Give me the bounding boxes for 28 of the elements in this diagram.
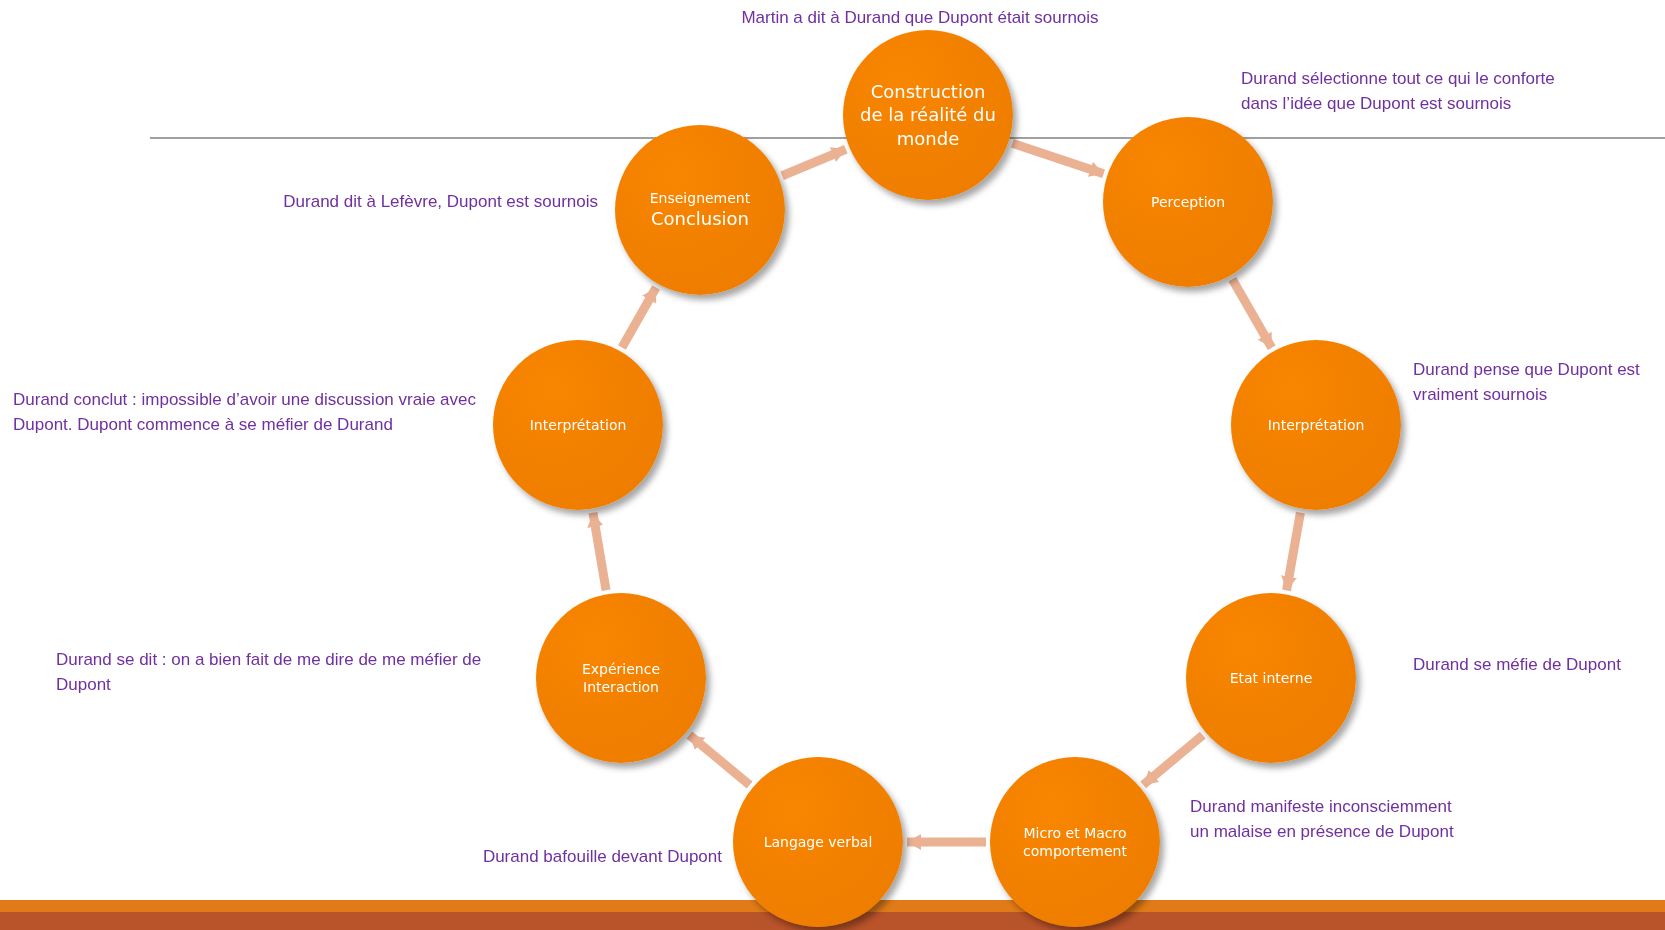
- arrow: [907, 834, 986, 850]
- annotation-text: Durand se méfie de Dupont: [1413, 654, 1622, 676]
- annotation-text: Durand manifeste inconsciemment un malaise en présence de Dupont: [1190, 796, 1455, 843]
- step-label: Langage verbal: [762, 832, 874, 852]
- annotation-text: Durand se dit : on a bien fait de me dire de me méfier de Dupont: [56, 649, 483, 696]
- annotation-text: Durand pense que Dupont est vraiment sournois: [1413, 359, 1641, 406]
- step-label: Construction de la réalité du monde: [859, 79, 997, 151]
- arrow: [587, 512, 611, 591]
- arrow: [1010, 138, 1106, 179]
- step-label: Interprétation: [528, 415, 628, 435]
- step-label: Etat interne: [1228, 668, 1314, 688]
- step-label: Enseignement: [648, 189, 752, 208]
- arrow: [1281, 511, 1305, 592]
- step-label: Expérience Interaction: [580, 659, 662, 697]
- arrow: [618, 285, 660, 350]
- arrow: [686, 731, 753, 789]
- step-label: Conclusion: [649, 207, 751, 231]
- annotation-text: Durand sélectionne tout ce qui le conforte dans l’idée que Dupont est sournois: [1241, 68, 1556, 115]
- step-label: Interprétation: [1266, 415, 1366, 435]
- step-label: Perception: [1150, 192, 1226, 212]
- annotation-text: Durand bafouille devant Dupont: [482, 846, 722, 868]
- arrow: [1140, 731, 1206, 789]
- annotation-text: Durand conclut : impossible d’avoir une discussion vraie avec Dupont. Dupont commence à se méfier de Durand: [13, 389, 477, 436]
- step-label: Micro et Macro comportement: [1022, 823, 1128, 861]
- annotation-text: Martin a dit à Durand que Dupont était sournois: [740, 7, 1100, 29]
- arrow: [780, 145, 848, 180]
- arrow: [1228, 276, 1276, 351]
- annotation-text: Durand dit à Lefèvre, Dupont est sournois: [283, 191, 598, 213]
